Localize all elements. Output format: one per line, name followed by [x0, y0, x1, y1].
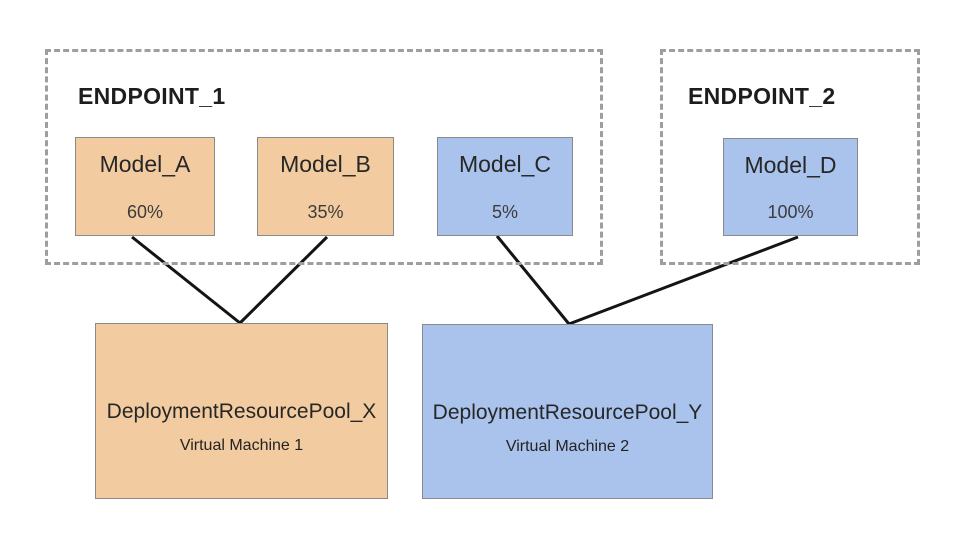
model-b-traffic-split: 35%	[307, 202, 344, 222]
endpoint-2-label: ENDPOINT_2	[688, 83, 836, 109]
pool-x-machine: Virtual Machine 1	[179, 437, 304, 454]
model-b-name: Model_B	[280, 151, 371, 177]
endpoint-1-label: ENDPOINT_1	[78, 83, 226, 109]
endpoint-1-group: ENDPOINT_1 Model_A 60% Model_B 35% Model…	[45, 49, 603, 265]
endpoint-2-group: ENDPOINT_2 Model_D 100%	[660, 49, 920, 265]
model-a-box: Model_A 60%	[75, 137, 215, 236]
model-c-name: Model_C	[458, 151, 552, 177]
deployment-resource-pool-x-box: DeploymentResourcePool_X Virtual Machine…	[95, 323, 388, 499]
model-d-box: Model_D 100%	[723, 138, 858, 236]
model-a-name: Model_A	[99, 151, 191, 177]
model-c-traffic-split: 5%	[491, 202, 518, 222]
pool-y-machine: Virtual Machine 2	[505, 438, 630, 455]
model-c-box: Model_C 5%	[437, 137, 573, 236]
deployment-resource-pool-y-box: DeploymentResourcePool_Y Virtual Machine…	[422, 324, 713, 499]
pool-y-name: DeploymentResourcePool_Y	[432, 401, 703, 424]
model-b-box: Model_B 35%	[257, 137, 394, 236]
model-d-name: Model_D	[744, 152, 837, 178]
model-a-traffic-split: 60%	[126, 202, 164, 222]
pool-x-name: DeploymentResourcePool_X	[106, 400, 377, 423]
model-d-traffic-split: 100%	[767, 202, 814, 222]
